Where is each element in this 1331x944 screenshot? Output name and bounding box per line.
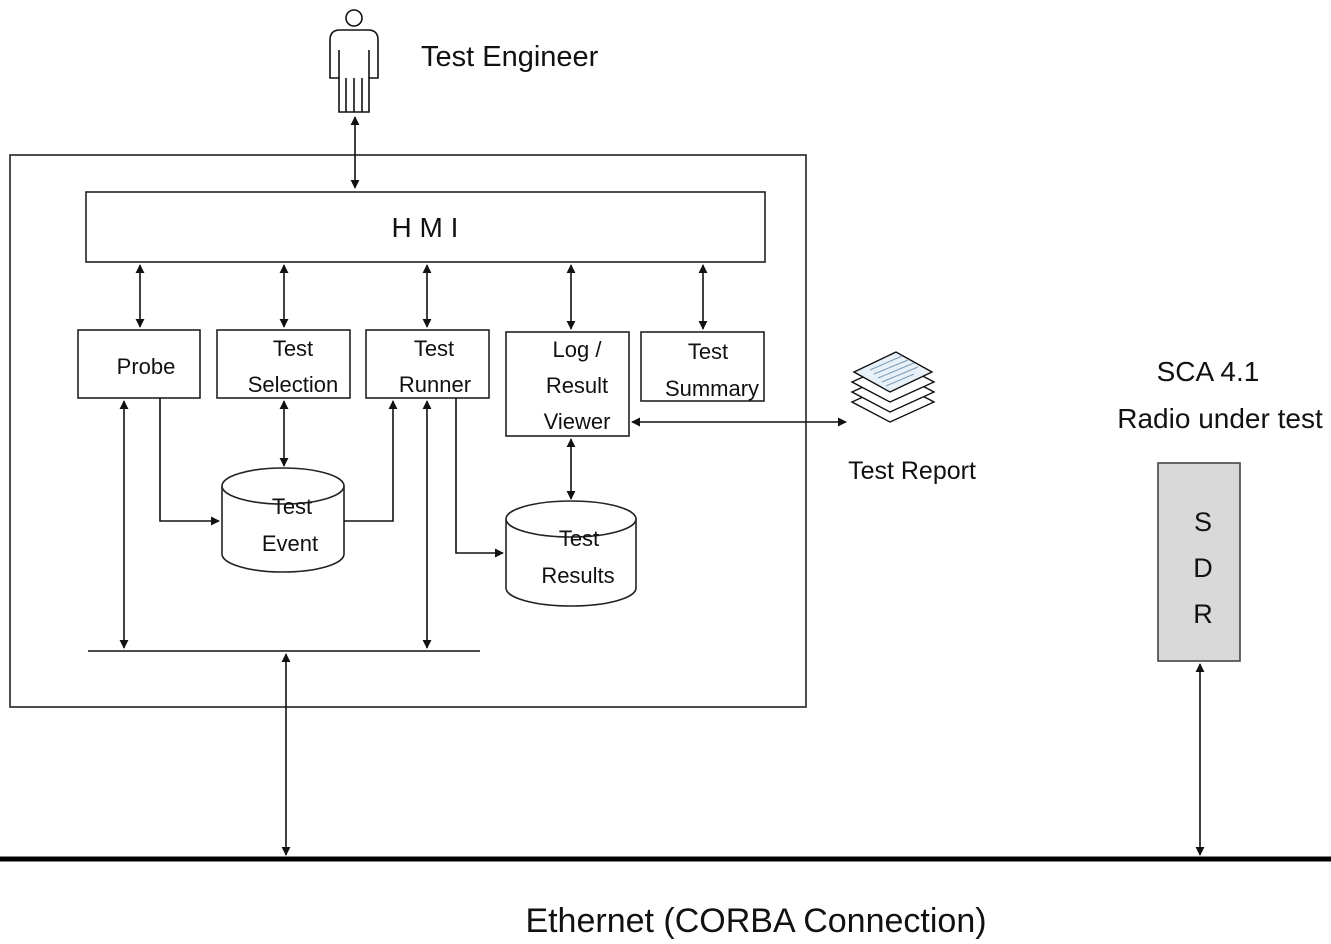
test-runner-box (365, 329, 490, 399)
person-icon (329, 9, 379, 113)
test-selection-label-2: Selection (248, 372, 339, 397)
radio-title-line1: SCA 4.1 (1157, 356, 1260, 387)
hmi-box (85, 191, 766, 263)
test-runner-label-2: Runner (399, 372, 471, 397)
probe-box (77, 329, 201, 399)
log-viewer-label-3: Viewer (544, 409, 611, 434)
log-viewer-label-1: Log / (553, 337, 603, 362)
sdr-letter-s: S (1194, 507, 1212, 537)
test-summary-label-1: Test (688, 339, 728, 364)
document-stack-icon (850, 351, 936, 423)
test-runner-label-1: Test (414, 336, 454, 361)
test-selection-label-1: Test (273, 336, 313, 361)
test-results-database (505, 500, 637, 607)
probe-event-arrow (159, 398, 220, 526)
hmi-label: H M I (392, 212, 459, 243)
log-viewer-box (505, 331, 630, 437)
test-selection-box (216, 329, 351, 399)
test-summary-box (640, 331, 765, 402)
actor-label: Test Engineer (421, 41, 599, 73)
log-viewer-label-2: Result (546, 373, 608, 398)
sdr-letter-r: R (1193, 599, 1213, 629)
connectors (119, 116, 1205, 856)
test-results-label-1: Test (559, 526, 599, 551)
test-results-label-2: Results (541, 563, 614, 588)
sdr-letter-d: D (1193, 553, 1213, 583)
probe-label: Probe (117, 354, 176, 379)
test-event-database (221, 467, 345, 573)
test-event-label-1: Test (272, 494, 312, 519)
test-summary-label-2: Summary (665, 376, 759, 401)
test-report-label: Test Report (848, 457, 976, 485)
test-event-label-2: Event (262, 531, 318, 556)
event-runner-arrow (344, 400, 398, 522)
runner-results-arrow (455, 398, 504, 558)
sdr-box (1157, 462, 1241, 662)
radio-title-line2: Radio under test (1117, 403, 1323, 434)
ethernet-label: Ethernet (CORBA Connection) (525, 902, 986, 940)
